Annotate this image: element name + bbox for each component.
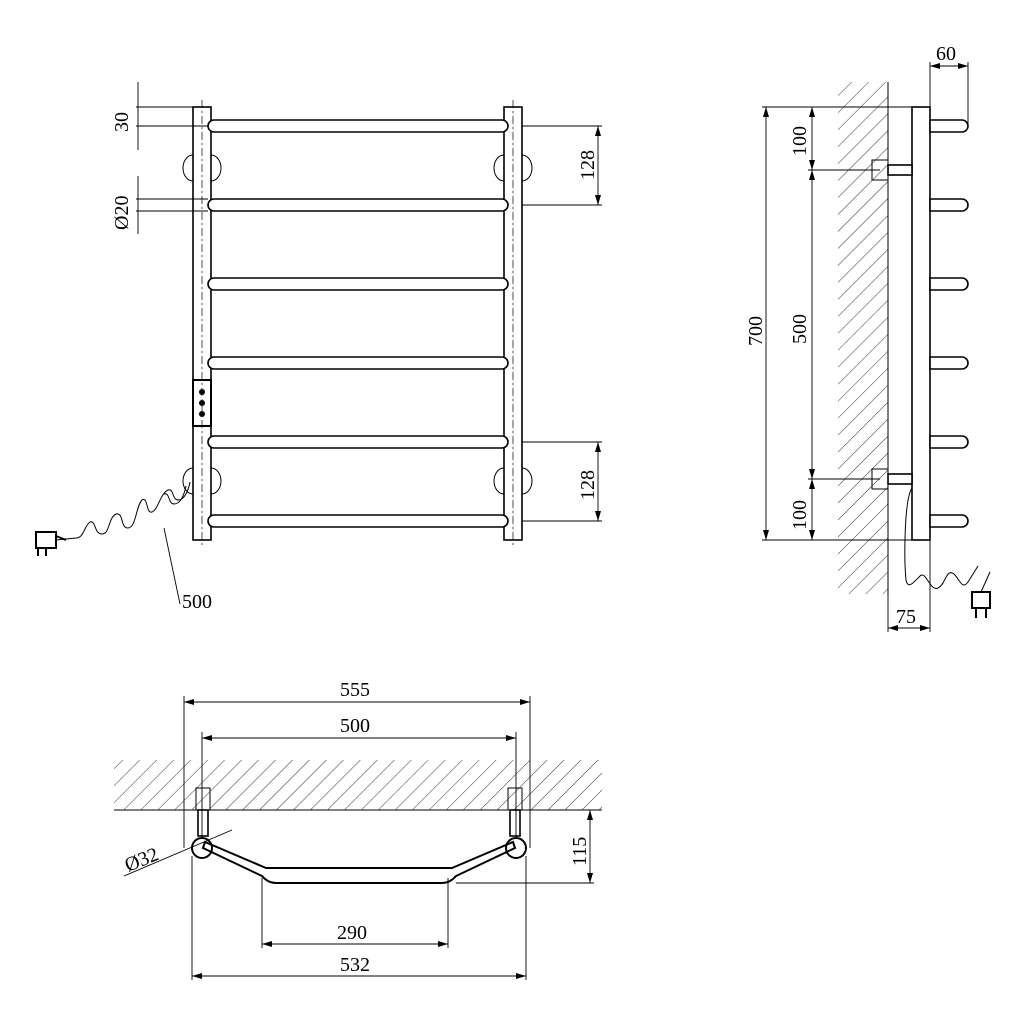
plug-icon <box>35 531 67 556</box>
svg-text:128: 128 <box>577 150 599 180</box>
svg-text:500: 500 <box>340 715 370 737</box>
svg-text:100: 100 <box>789 126 811 156</box>
cable-length-label: 500 <box>182 591 212 613</box>
dim-bracket-spacing-top: 128 <box>522 125 602 206</box>
side-riser <box>911 106 931 541</box>
svg-text:128: 128 <box>577 470 599 500</box>
rungs <box>207 119 509 528</box>
dim-tube-diameter: Ø20 <box>111 176 208 234</box>
dim-bracket-spacing-bottom: 128 <box>522 441 602 522</box>
dim-bracket-positions: 100 500 100 <box>789 107 880 540</box>
svg-text:75: 75 <box>896 606 916 628</box>
rung <box>207 514 509 528</box>
svg-text:100: 100 <box>789 500 811 530</box>
wall-brackets <box>182 154 533 495</box>
rung <box>207 119 509 133</box>
svg-text:290: 290 <box>337 922 367 944</box>
wall-hatch <box>838 82 888 594</box>
power-cable <box>55 481 191 541</box>
svg-text:Ø20: Ø20 <box>111 196 133 230</box>
control-box <box>192 379 212 427</box>
top-brackets <box>195 787 523 837</box>
dim-bar-depth: 60 <box>929 43 969 126</box>
dim-top-offset: 30 <box>111 82 208 150</box>
svg-text:60: 60 <box>936 43 956 65</box>
side-power-cable <box>904 487 979 589</box>
dim-outer-width: 555 <box>183 679 531 848</box>
side-plug-icon <box>971 571 991 618</box>
front-view: 500 30 Ø20 128 <box>35 82 602 613</box>
dim-overall-width: 532 <box>191 856 527 980</box>
rung <box>207 435 509 449</box>
rung <box>207 356 509 370</box>
top-wall-hatch <box>114 760 602 810</box>
svg-text:Ø32: Ø32 <box>122 843 162 876</box>
top-profile <box>201 840 517 884</box>
svg-text:115: 115 <box>569 837 591 866</box>
rung <box>207 198 509 212</box>
side-rungs <box>929 119 969 528</box>
svg-text:532: 532 <box>340 954 370 976</box>
svg-text:700: 700 <box>745 316 767 346</box>
svg-text:30: 30 <box>111 112 133 132</box>
dim-overall-height: 700 <box>745 106 912 541</box>
side-view: 60 700 100 500 100 <box>745 43 991 632</box>
dim-top-wall-distance: 115 <box>456 809 594 884</box>
svg-text:500: 500 <box>789 314 811 344</box>
dim-bend-inner-width: 290 <box>261 878 449 948</box>
rung <box>207 277 509 291</box>
svg-text:555: 555 <box>340 679 370 701</box>
dim-wall-distance: 75 <box>887 540 931 632</box>
top-view: 555 500 115 Ø32 <box>114 679 602 980</box>
dim-center-distance: 500 <box>201 715 517 838</box>
